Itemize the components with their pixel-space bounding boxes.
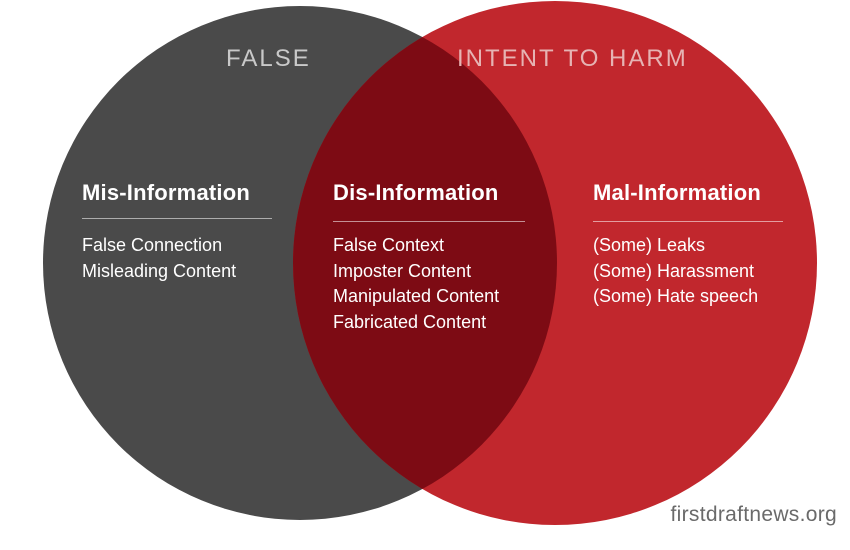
list-item: Misleading Content: [82, 260, 237, 281]
mal-information-divider: [593, 221, 783, 222]
list-item: (Some) Harassment: [593, 260, 755, 281]
overlap-region: [293, 6, 557, 520]
dis-information-title: Dis-Information: [333, 180, 499, 205]
mis-information-divider: [82, 218, 272, 219]
dis-information-divider: [333, 221, 525, 222]
list-item: Fabricated Content: [333, 311, 487, 332]
list-item: (Some) Leaks: [593, 235, 706, 255]
mal-information-title: Mal-Information: [593, 180, 761, 205]
false-set-label: FALSE: [226, 45, 311, 72]
mis-information-title: Mis-Information: [82, 180, 250, 205]
intent-to-harm-set-label: INTENT TO HARM: [457, 45, 688, 72]
list-item: False Connection: [82, 235, 223, 255]
list-item: Imposter Content: [333, 260, 472, 281]
source-credit: firstdraftnews.org: [670, 503, 837, 526]
mal-information-list: (Some) Leaks (Some) Harassment (Some) Ha…: [593, 233, 758, 310]
dis-information-list: False Context Imposter Content Manipulat…: [333, 233, 499, 335]
list-item: Manipulated Content: [333, 286, 500, 306]
list-item: (Some) Hate speech: [593, 286, 759, 306]
list-item: False Context: [333, 235, 445, 255]
mis-information-list: False Connection Misleading Content: [82, 233, 236, 284]
